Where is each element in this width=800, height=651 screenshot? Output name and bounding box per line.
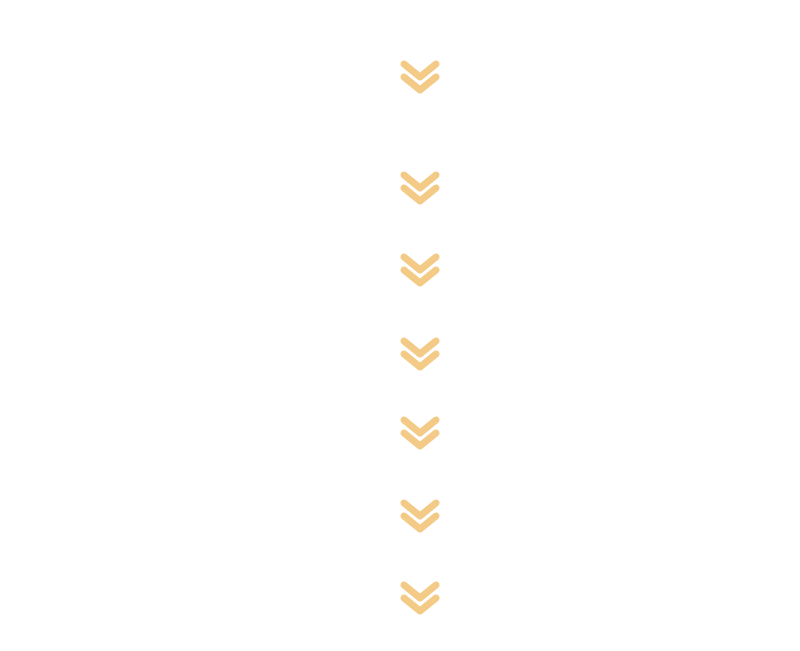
- double-chevron-down-icon: [399, 251, 443, 291]
- double-chevron-down-icon: [399, 414, 443, 454]
- double-chevron-down-icon: [399, 58, 443, 98]
- double-chevron-down-icon: [399, 497, 443, 537]
- double-chevron-down-icon: [399, 335, 443, 375]
- double-chevron-down-icon: [399, 169, 443, 209]
- double-chevron-down-icon: [399, 579, 443, 619]
